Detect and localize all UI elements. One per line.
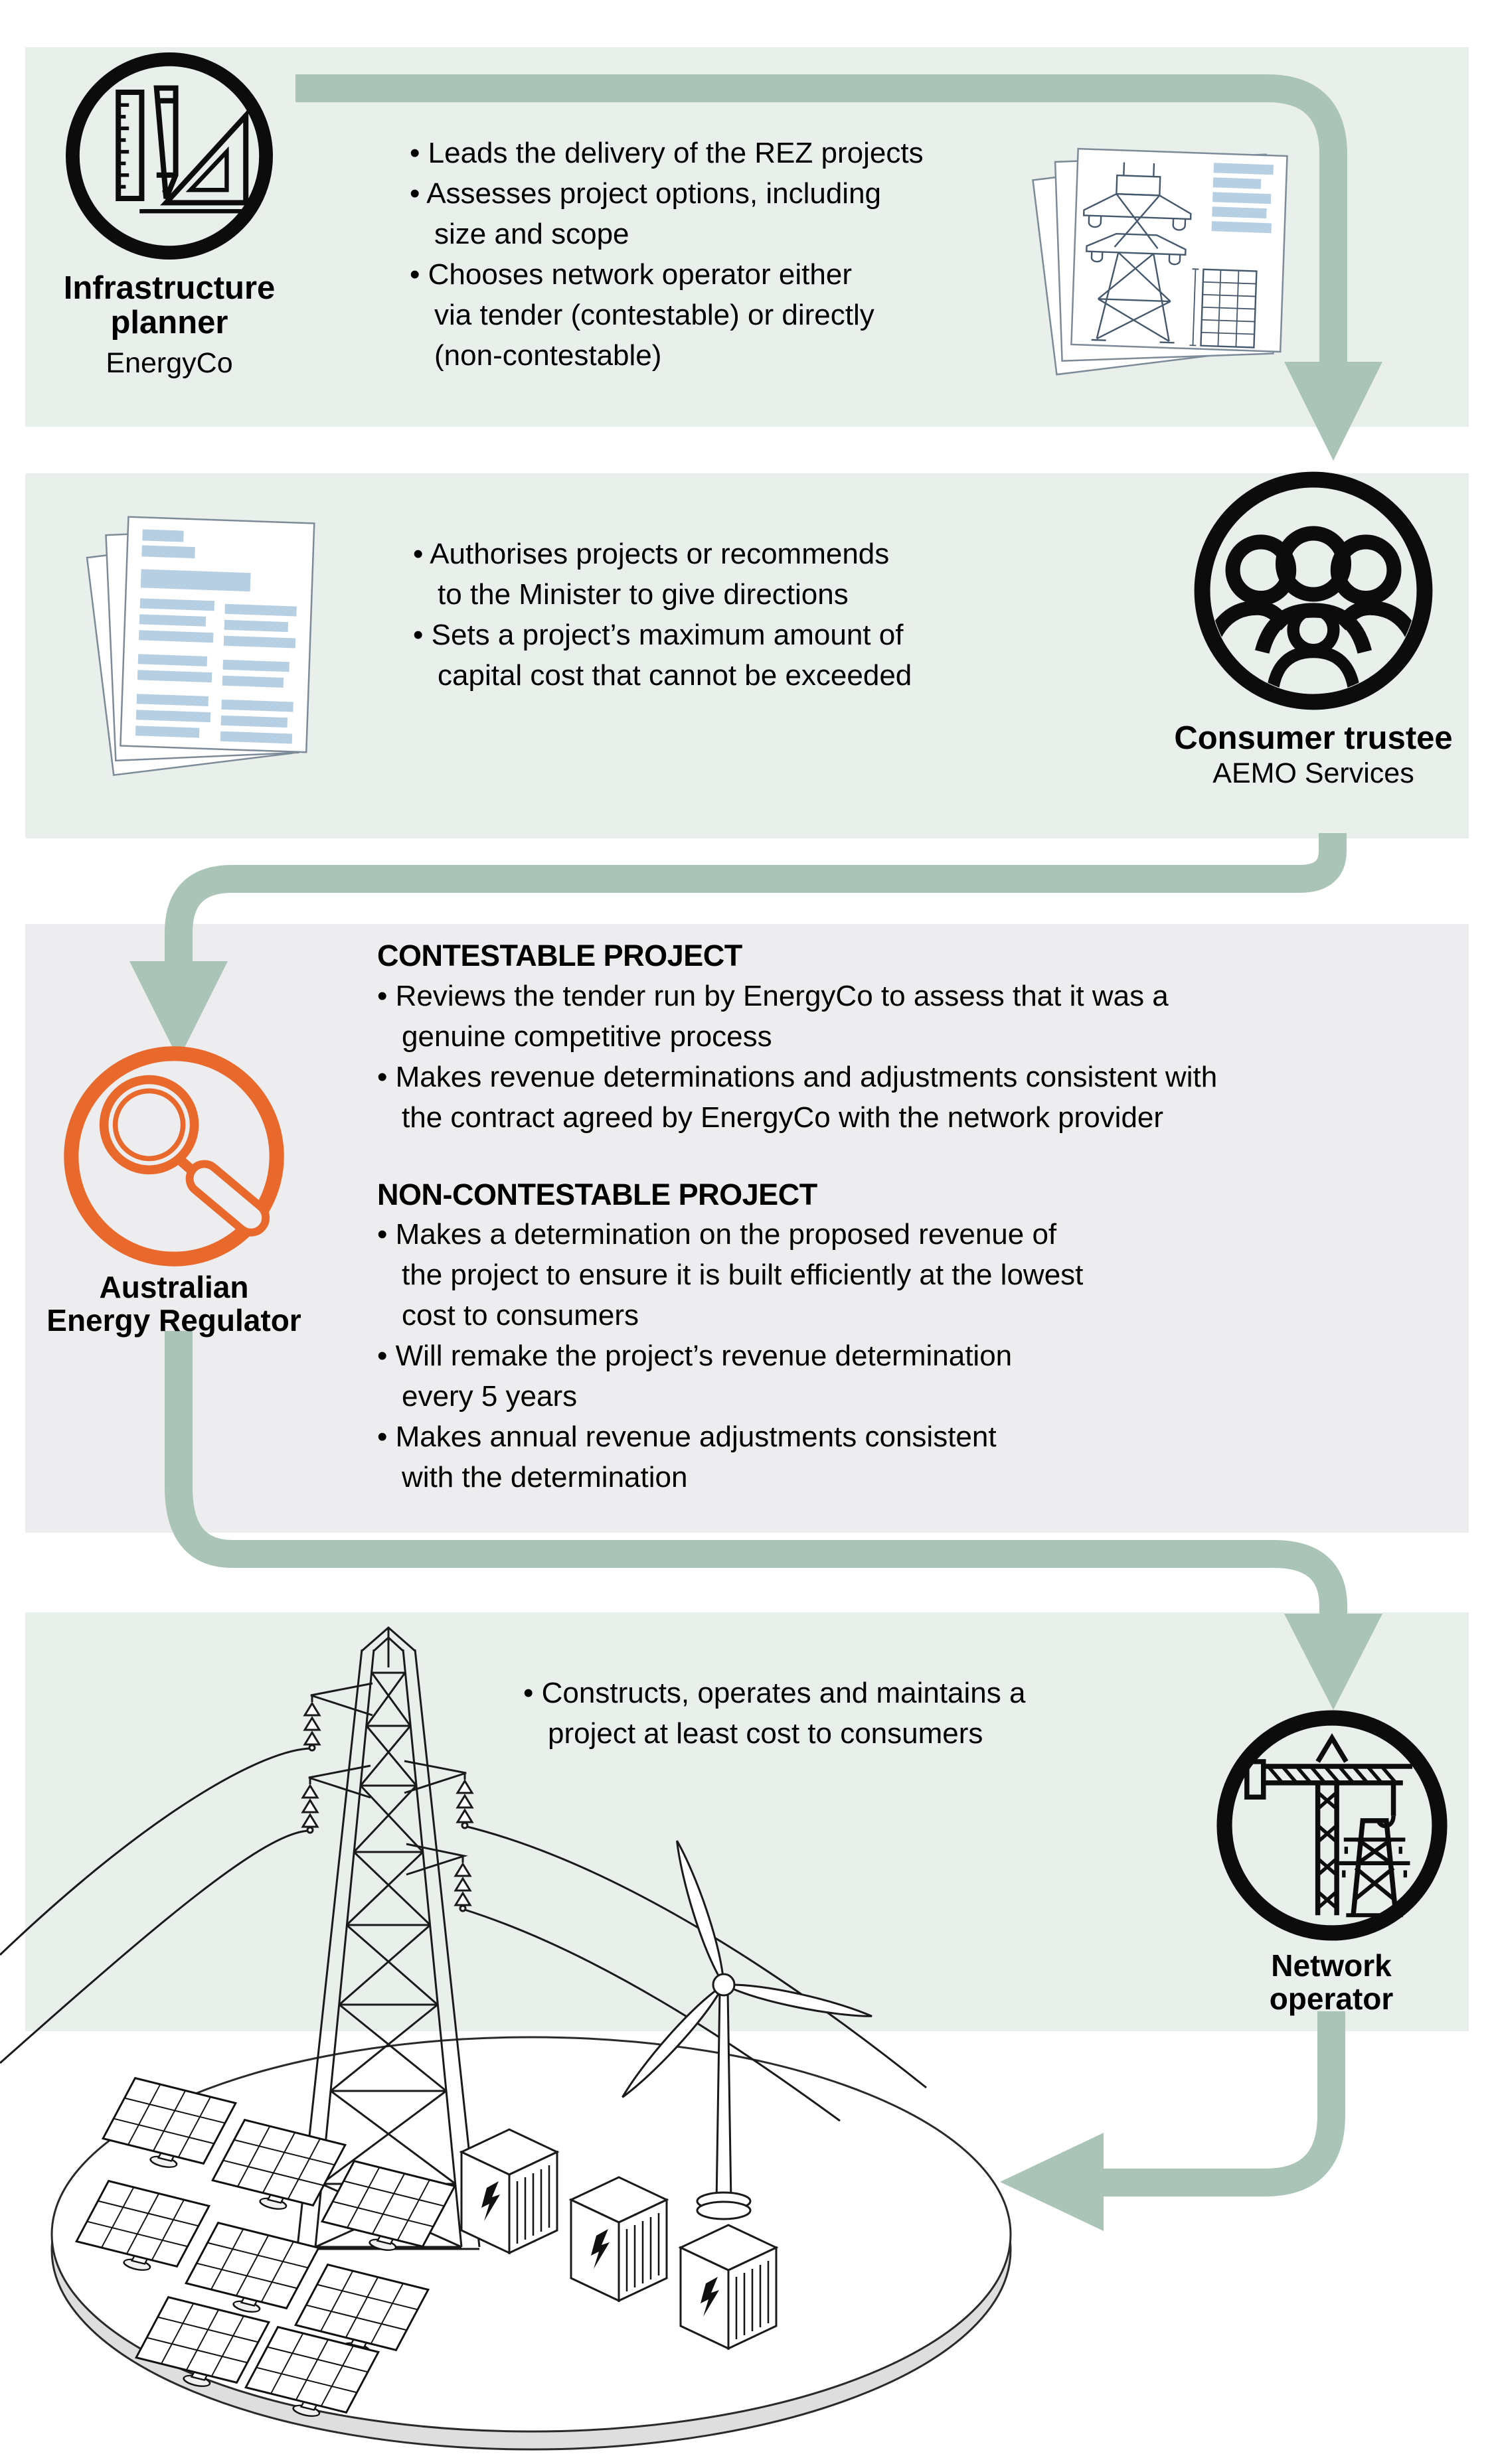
bullet-line: with the determination — [402, 1461, 688, 1494]
bullet-line: every 5 years — [402, 1380, 578, 1413]
operator-role-line2: operator — [1269, 1981, 1394, 2016]
solar-panel — [210, 2118, 347, 2210]
transformer-box — [678, 2224, 779, 2350]
report-documents-icon — [86, 516, 315, 777]
bullet-line: • Assesses project options, including — [410, 177, 882, 210]
flow-arrow-4 — [1000, 2011, 1345, 2231]
solar-panel — [134, 2295, 271, 2387]
operator-role-line1: Network — [1271, 1948, 1392, 1983]
transformer-box — [568, 2176, 669, 2303]
operator-role-label: Network operator — [1165, 1949, 1494, 2015]
planner-role-label: Infrastructure planner — [25, 271, 313, 340]
insulator-strings — [301, 1697, 474, 1912]
planner-role-line2: planner — [110, 305, 228, 341]
solar-panel — [244, 2325, 380, 2417]
regulator-role-line2: Energy Regulator — [46, 1303, 301, 1338]
flow-arrow-2 — [129, 833, 1347, 1059]
solar-panel — [184, 2221, 321, 2313]
wind-turbine — [622, 1840, 872, 2220]
contestable-bullet-list: • Reviews the tender run by EnergyCo to … — [377, 976, 1373, 1138]
flow-arrow-1 — [295, 74, 1382, 461]
flow-arrow-3 — [165, 1331, 1382, 1710]
bullet-line: (non-contestable) — [434, 339, 662, 372]
trustee-role-label: Consumer trustee — [1174, 720, 1453, 756]
planner-bullet-list: • Leads the delivery of the REZ projects… — [410, 133, 1114, 376]
bullet-line: • Makes revenue determinations and adjus… — [377, 1061, 1218, 1093]
bullet-line: • Sets a project’s maximum amount of — [413, 619, 904, 651]
bullet-line: capital cost that cannot be exceeded — [438, 659, 912, 692]
planner-org-label: EnergyCo — [106, 347, 233, 379]
magnifier-icon — [64, 1046, 284, 1267]
transmission-tower — [0, 1626, 927, 2250]
contestable-heading: CONTESTABLE PROJECT — [377, 939, 742, 972]
bullet-line: the contract agreed by EnergyCo with the… — [402, 1101, 1164, 1134]
bullet-line: • Makes a determination on the proposed … — [377, 1218, 1057, 1251]
bullet-line: • Will remake the project’s revenue dete… — [377, 1340, 1013, 1372]
blueprint-documents-icon — [1032, 147, 1288, 376]
trustee-bullet-list: • Authorises projects or recommends to t… — [413, 534, 1143, 696]
solar-panel — [101, 2076, 238, 2168]
bullet-line: • Authorises projects or recommends — [413, 538, 890, 570]
bullet-line: • Leads the delivery of the REZ projects — [410, 137, 924, 169]
bullet-line: to the Minister to give directions — [438, 578, 849, 611]
bullet-line: genuine competitive process — [402, 1020, 772, 1053]
bullet-line: via tender (contestable) or directly — [434, 299, 874, 331]
power-wires — [0, 1747, 927, 2122]
planner-role-line1: Infrastructure — [63, 270, 276, 306]
bullet-line: • Constructs, operates and maintains a — [523, 1677, 1026, 1709]
bullet-line: • Reviews the tender run by EnergyCo to … — [377, 980, 1169, 1012]
solar-panel — [320, 2159, 457, 2251]
bullet-line: the project to ensure it is built effici… — [402, 1259, 1084, 1291]
crane-tower-icon — [1216, 1710, 1448, 1941]
solar-panel — [74, 2179, 211, 2271]
bullet-line: • Makes annual revenue adjustments consi… — [377, 1421, 997, 1453]
bullet-line: size and scope — [434, 218, 629, 250]
regulator-role-label: Australian Energy Regulator — [8, 1270, 340, 1337]
operator-bullet-list: • Constructs, operates and maintains a p… — [523, 1673, 1187, 1754]
trustee-org-label: AEMO Services — [1212, 757, 1414, 789]
solar-panel-field — [74, 2076, 457, 2417]
non-contestable-bullet-list: • Makes a determination on the proposed … — [377, 1214, 1373, 1498]
non-contestable-heading: NON-CONTESTABLE PROJECT — [377, 1178, 817, 1211]
bullet-line: cost to consumers — [402, 1299, 639, 1332]
transformer-boxes — [459, 2128, 779, 2350]
family-people-icon — [1194, 471, 1433, 710]
transformer-box — [459, 2128, 560, 2255]
drafting-tools-icon — [66, 52, 273, 260]
bullet-line: project at least cost to consumers — [548, 1717, 983, 1750]
bullet-line: • Chooses network operator either — [410, 258, 852, 291]
regulator-role-line1: Australian — [99, 1270, 249, 1304]
